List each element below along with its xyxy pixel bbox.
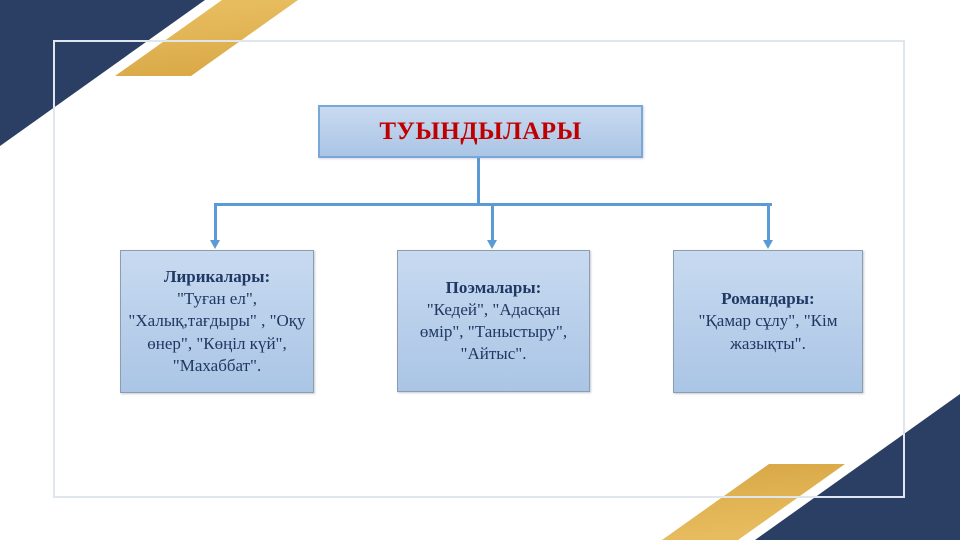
branch-heading: Романдары: [721,289,815,309]
branch-box-novels[interactable]: Романдары: "Қамар сұлу", "Кім жазықты". [673,250,863,393]
corner-decoration-top-left [0,0,310,150]
connector-horizontal [214,203,772,206]
branch-box-lyrics[interactable]: Лирикалары: "Туған ел", "Халық,тағдыры" … [120,250,314,393]
branch-heading: Лирикалары: [163,267,271,287]
connector-drop-middle [491,205,494,241]
connector-stem [477,157,480,205]
branch-box-poems[interactable]: Поэмалары: "Кедей", "Адасқан өмір", "Тан… [397,250,590,392]
title-label: ТУЫНДЫЛАРЫ [379,117,582,145]
connector-drop-left [214,205,217,241]
branch-body: "Кедей", "Адасқан өмір", "Таныстыру", "А… [419,299,568,364]
arrow-down-left-icon [210,240,220,249]
arrow-down-right-icon [763,240,773,249]
connector-drop-right [767,205,770,241]
branch-body: "Туған ел", "Халық,тағдыры" , "Оқу өнер"… [128,289,306,375]
title-box[interactable]: ТУЫНДЫЛАРЫ [318,105,643,158]
branch-heading: Поэмалары: [445,277,542,297]
branch-body: "Қамар сұлу", "Кім жазықты". [698,311,838,353]
arrow-down-middle-icon [487,240,497,249]
